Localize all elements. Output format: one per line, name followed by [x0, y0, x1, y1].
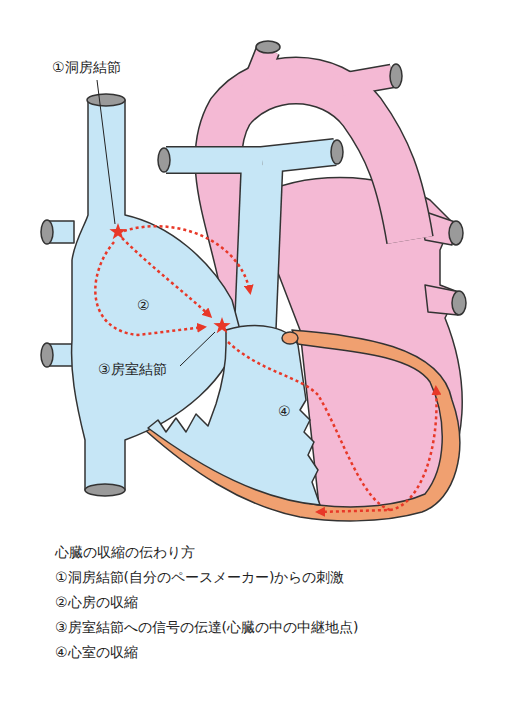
caption-line: ④心室の収縮 — [55, 643, 138, 661]
vessel-end — [390, 64, 402, 88]
caption-line: ③房室結節への信号の伝達(心臓の中の中継地点) — [55, 618, 358, 636]
part-label: ①洞房結節 — [52, 58, 121, 76]
caption-line: ②心房の収縮 — [55, 593, 138, 611]
pulmonary-branch — [166, 152, 335, 160]
callout-number: ④ — [278, 402, 291, 420]
pulmonary-branch-outline — [166, 152, 335, 160]
pulmonary-trunk — [255, 165, 262, 335]
caption-line: ①洞房結節(自分のペースメーカー)からの刺激 — [55, 568, 344, 586]
right-ventricle — [148, 326, 320, 505]
vessel-end — [452, 291, 466, 315]
leader-lines — [97, 80, 215, 366]
pulmonary-outline — [255, 165, 262, 335]
heart-body — [41, 41, 466, 521]
conduction-arrow — [228, 342, 390, 512]
vessel-end — [449, 221, 463, 245]
aorta-branch — [250, 50, 392, 95]
vessel-end — [41, 220, 53, 244]
leader-line — [180, 332, 215, 366]
conduction-arrow — [124, 226, 250, 292]
valve — [282, 332, 298, 344]
callout-number: ② — [137, 296, 150, 314]
vessel-end — [256, 41, 280, 53]
node-star — [109, 223, 126, 239]
vessel-end — [85, 484, 125, 496]
node-star — [213, 317, 230, 333]
conduction-path — [95, 226, 436, 512]
vessel-end — [331, 140, 343, 164]
conduction-arrow — [122, 238, 210, 316]
caption-heading: 心臓の収縮の伝わり方 — [55, 543, 195, 561]
leader-line — [97, 80, 115, 224]
vessel-end — [158, 148, 170, 172]
vessel-end — [87, 94, 125, 106]
part-label: ③房室結節 — [98, 360, 167, 378]
conduction-arrow — [390, 388, 437, 510]
node-stars — [109, 223, 230, 333]
vessel-end — [41, 343, 53, 367]
conduction-arrow — [95, 242, 204, 335]
